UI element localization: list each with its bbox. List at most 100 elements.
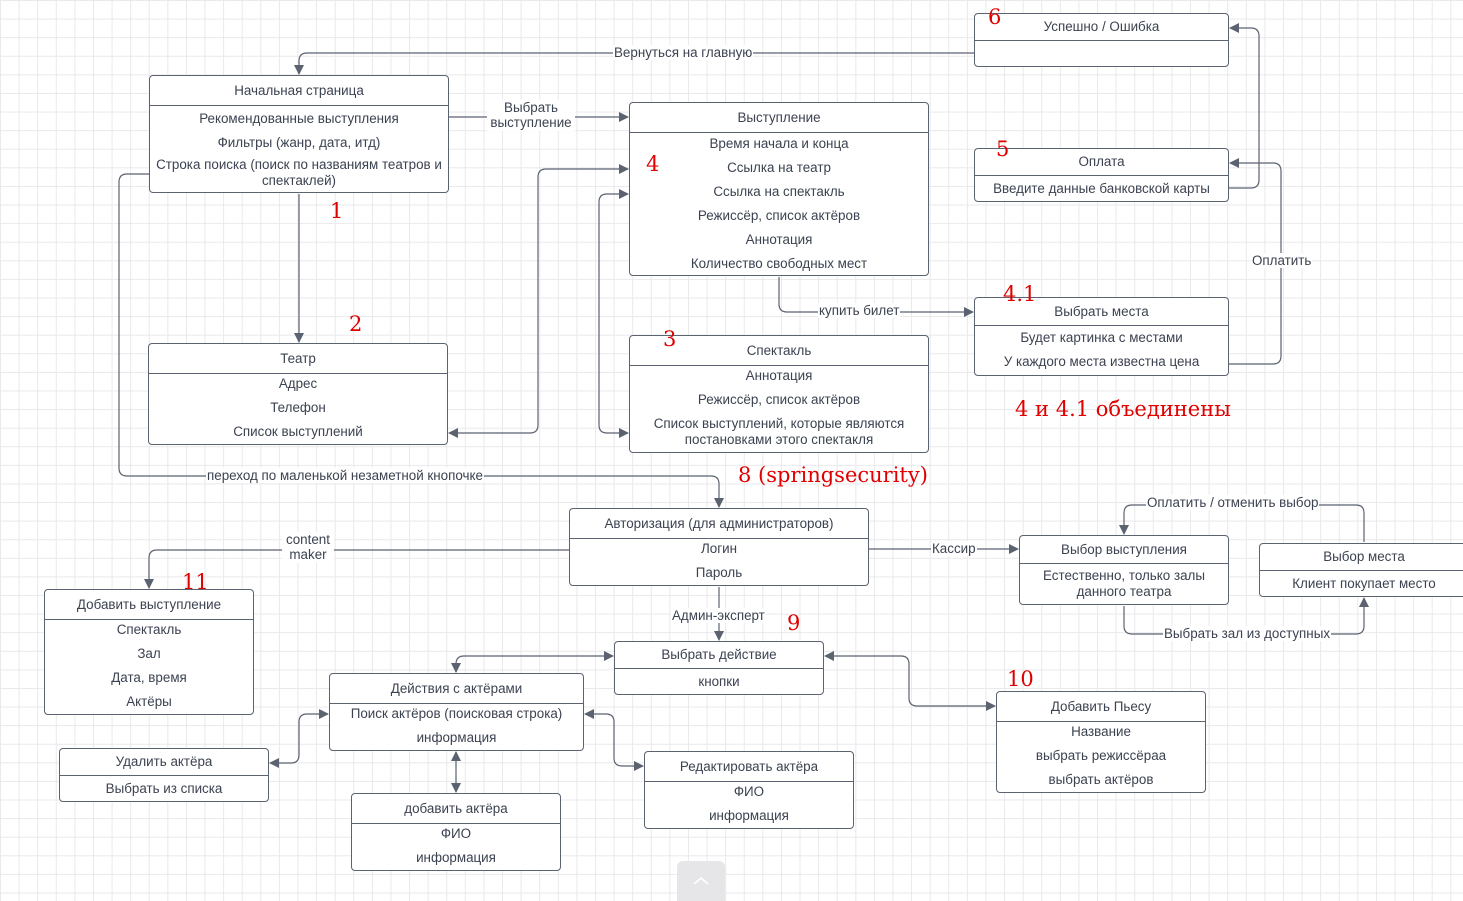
node-add-play-row: выбрать режиссёраа <box>1035 748 1167 764</box>
node-edit-actor-title: Редактировать актёра <box>645 752 853 782</box>
node-add-play-row: выбрать актёров <box>1048 772 1154 788</box>
node-edit-actor-row: ФИО <box>733 784 765 800</box>
node-choose-performance[interactable]: Выбор выступления Естественно, только за… <box>1019 535 1229 605</box>
node-choose-seat[interactable]: Выбор места Клиент покупает место <box>1259 543 1463 597</box>
node-add-actor-row: ФИО <box>440 826 472 842</box>
node-add-performance-row: Дата, время <box>111 670 187 686</box>
node-admin-auth-row: Пароль <box>695 565 743 581</box>
node-theater-title: Театр <box>149 344 447 374</box>
node-choose-seats-title: Выбрать места <box>975 298 1228 326</box>
node-performance-row: Ссылка на театр <box>727 160 831 176</box>
annotation-3: 3 <box>663 327 677 351</box>
node-theater-row: Телефон <box>270 400 326 416</box>
edge-label-select-performance: Выбрать выступление <box>487 100 575 131</box>
node-payment-row: Введите данные банковской карты <box>993 181 1210 197</box>
edge-actor-actions-delete <box>269 709 329 768</box>
annotation-6: 6 <box>988 5 1002 29</box>
node-admin-auth[interactable]: Авторизация (для администраторов) Логин … <box>569 508 869 586</box>
edge-action-add-play <box>824 651 996 711</box>
node-choose-action[interactable]: Выбрать действие кнопки <box>614 641 824 695</box>
node-theater[interactable]: Театр Адрес Телефон Список выступлений <box>148 343 448 445</box>
node-add-play[interactable]: Добавить Пьесу Название выбрать режиссёр… <box>996 691 1206 793</box>
node-actor-actions-row: Поиск актёров (поисковая строка) <box>350 706 563 722</box>
node-play-row: Режиссёр, список актёров <box>697 392 861 408</box>
node-choose-seats[interactable]: Выбрать места Будет картинка с местами У… <box>974 297 1229 376</box>
edge-label-choose-hall: Выбрать зал из доступных <box>1163 626 1332 642</box>
node-performance-row: Режиссёр, список актёров <box>697 208 861 224</box>
annotation-9: 9 <box>787 611 801 635</box>
node-choose-action-title: Выбрать действие <box>615 642 823 669</box>
annotation-10: 10 <box>1007 667 1034 691</box>
node-success-error[interactable]: Успешно / Ошибка <box>974 13 1229 67</box>
node-add-performance-row: Актёры <box>126 694 172 710</box>
annotation-merged-note: 4 и 4.1 объединены <box>1015 397 1231 421</box>
node-home-page[interactable]: Начальная страница Рекомендованные высту… <box>149 75 449 193</box>
node-add-actor-row: информация <box>416 850 496 866</box>
node-theater-row: Список выступлений <box>233 424 363 440</box>
edge-label-cashier: Кассир <box>931 541 977 557</box>
edge-payment-to-success <box>1229 23 1260 189</box>
chevron-up-icon <box>693 876 709 885</box>
node-admin-auth-title: Авторизация (для администраторов) <box>570 509 868 539</box>
node-add-actor-title: добавить актёра <box>352 794 560 824</box>
node-add-performance[interactable]: Добавить выступление Спектакль Зал Дата,… <box>44 589 254 715</box>
node-success-error-title: Успешно / Ошибка <box>975 14 1228 41</box>
edge-label-content-maker: content maker <box>282 532 334 563</box>
node-add-actor[interactable]: добавить актёра ФИО информация <box>351 793 561 871</box>
node-home-page-row: Фильтры (жанр, дата, итд) <box>217 135 381 151</box>
annotation-8: 8 (springsecurity) <box>738 463 928 487</box>
annotation-2: 2 <box>349 312 363 336</box>
edge-label-buy-ticket: купить билет <box>818 303 901 319</box>
toolbar-toggle-button[interactable] <box>677 861 725 901</box>
node-choose-seats-row: Будет картинка с местами <box>1020 330 1183 346</box>
edge-performance-theater <box>448 164 629 438</box>
edge-action-actor-actions <box>451 651 614 673</box>
node-payment-title: Оплата <box>975 149 1228 176</box>
node-choose-seats-row: У каждого места известна цена <box>1003 354 1200 370</box>
annotation-4: 4 <box>646 152 660 176</box>
node-performance-row: Аннотация <box>745 232 813 248</box>
node-choose-performance-title: Выбор выступления <box>1020 536 1228 564</box>
node-payment[interactable]: Оплата Введите данные банковской карты <box>974 148 1229 202</box>
node-add-performance-row: Зал <box>137 646 161 662</box>
node-delete-actor-row: Выбрать из списка <box>105 781 223 797</box>
node-actor-actions[interactable]: Действия с актёрами Поиск актёров (поиск… <box>329 673 584 751</box>
edge-performance-play <box>598 189 629 438</box>
node-home-page-title: Начальная страница <box>150 76 448 106</box>
node-play-row: Аннотация <box>745 368 813 384</box>
annotation-4-1: 4.1 <box>1003 282 1037 306</box>
node-edit-actor-row: информация <box>709 808 789 824</box>
annotation-11: 11 <box>182 570 209 594</box>
node-performance-row: Количество свободных мест <box>690 256 868 272</box>
edge-label-admin-expert: Админ-эксперт <box>671 608 766 624</box>
node-delete-actor-title: Удалить актёра <box>60 749 268 776</box>
node-choose-seat-title: Выбор места <box>1260 544 1463 571</box>
node-performance-row: Ссылка на спектакль <box>713 184 845 200</box>
edge-label-back-home: Вернуться на главную <box>613 45 754 61</box>
node-actor-actions-row: информация <box>416 730 497 746</box>
node-choose-performance-row: Естественно, только залы данного театра <box>1043 568 1205 599</box>
node-actor-actions-title: Действия с актёрами <box>330 674 583 704</box>
node-play[interactable]: Спектакль Аннотация Режиссёр, список акт… <box>629 335 929 453</box>
edge-actor-actions-edit <box>584 709 644 771</box>
node-admin-auth-row: Логин <box>701 541 737 557</box>
node-play-row: Список выступлений, которые являются пос… <box>653 416 905 447</box>
node-add-performance-row: Спектакль <box>116 622 182 638</box>
annotation-5: 5 <box>996 137 1010 161</box>
node-add-play-title: Добавить Пьесу <box>997 692 1205 722</box>
annotation-1: 1 <box>330 199 344 223</box>
node-performance-title: Выступление <box>630 103 928 133</box>
node-add-performance-title: Добавить выступление <box>45 590 253 620</box>
node-performance-row: Время начала и конца <box>709 136 849 152</box>
node-home-page-row: Строка поиска (поиск по названиям театро… <box>156 157 442 188</box>
node-theater-row: Адрес <box>278 376 318 392</box>
node-edit-actor[interactable]: Редактировать актёра ФИО информация <box>644 751 854 829</box>
node-play-title: Спектакль <box>630 336 928 366</box>
node-choose-action-row: кнопки <box>698 674 740 690</box>
node-choose-seat-row: Клиент покупает место <box>1292 576 1436 592</box>
edge-label-hidden-button: переход по маленькой незаметной кнопочке <box>206 468 484 484</box>
edge-label-pay-cancel: Оплатить / отменить выбор <box>1146 495 1320 511</box>
node-delete-actor[interactable]: Удалить актёра Выбрать из списка <box>59 748 269 802</box>
node-performance[interactable]: Выступление Время начала и конца Ссылка … <box>629 102 929 276</box>
